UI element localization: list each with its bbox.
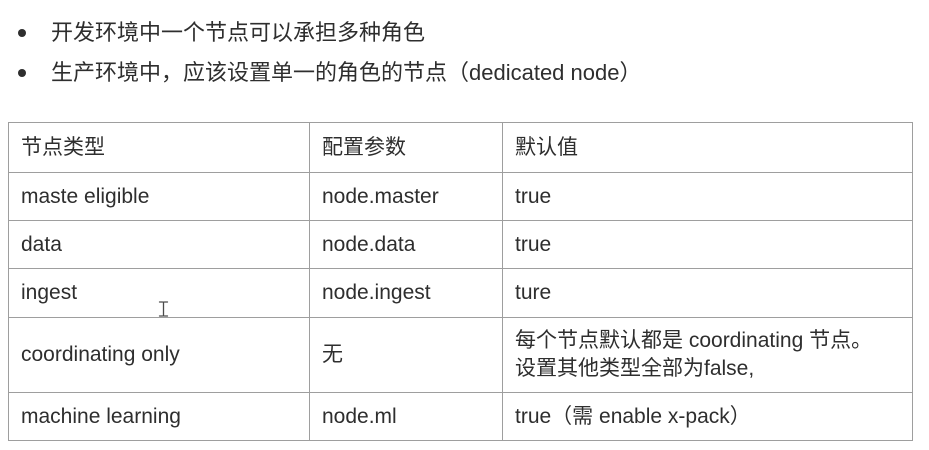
cell-config-param: node.ml — [309, 392, 503, 441]
table-header-row: 节点类型 配置参数 默认值 — [8, 122, 913, 173]
bullet-dot-icon — [18, 29, 26, 37]
table-row: coordinating only 无 每个节点默认都是 coordinatin… — [8, 317, 913, 393]
table-header-config-param: 配置参数 — [309, 122, 503, 173]
table-header-node-type: 节点类型 — [8, 122, 310, 173]
table-row: ingest node.ingest ture — [8, 268, 913, 318]
bullet-dot-icon — [18, 69, 26, 77]
cell-config-param: node.ingest — [309, 268, 503, 318]
cell-node-type: coordinating only — [8, 317, 310, 393]
cell-default-value: ture — [502, 268, 913, 318]
table-row: data node.data true — [8, 220, 913, 269]
bullet-text: 生产环境中，应该设置单一的角色的节点（dedicated node） — [51, 60, 642, 85]
cell-node-type: machine learning — [8, 392, 310, 441]
bullet-list: 开发环境中一个节点可以承担多种角色 生产环境中，应该设置单一的角色的节点（ded… — [18, 19, 641, 99]
node-roles-table: 节点类型 配置参数 默认值 maste eligible node.master… — [8, 122, 913, 441]
bullet-text: 开发环境中一个节点可以承担多种角色 — [51, 20, 426, 45]
bullet-item: 开发环境中一个节点可以承担多种角色 — [18, 19, 641, 47]
bullet-item: 生产环境中，应该设置单一的角色的节点（dedicated node） — [18, 59, 641, 87]
cell-node-type: ingest — [8, 268, 310, 318]
cell-default-value: true（需 enable x-pack） — [502, 392, 913, 441]
cell-node-type: maste eligible — [8, 172, 310, 221]
table-header-default-value: 默认值 — [502, 122, 913, 173]
cell-default-value: true — [502, 172, 913, 221]
cell-config-param: node.data — [309, 220, 503, 269]
cell-config-param: node.master — [309, 172, 503, 221]
cell-config-param: 无 — [309, 317, 503, 393]
ibeam-text-cursor-icon — [158, 301, 169, 317]
table-row: maste eligible node.master true — [8, 172, 913, 221]
cell-default-value: 每个节点默认都是 coordinating 节点。 设置其他类型全部为false… — [502, 317, 913, 393]
cell-default-value: true — [502, 220, 913, 269]
table-row: machine learning node.ml true（需 enable x… — [8, 392, 913, 441]
cell-node-type: data — [8, 220, 310, 269]
